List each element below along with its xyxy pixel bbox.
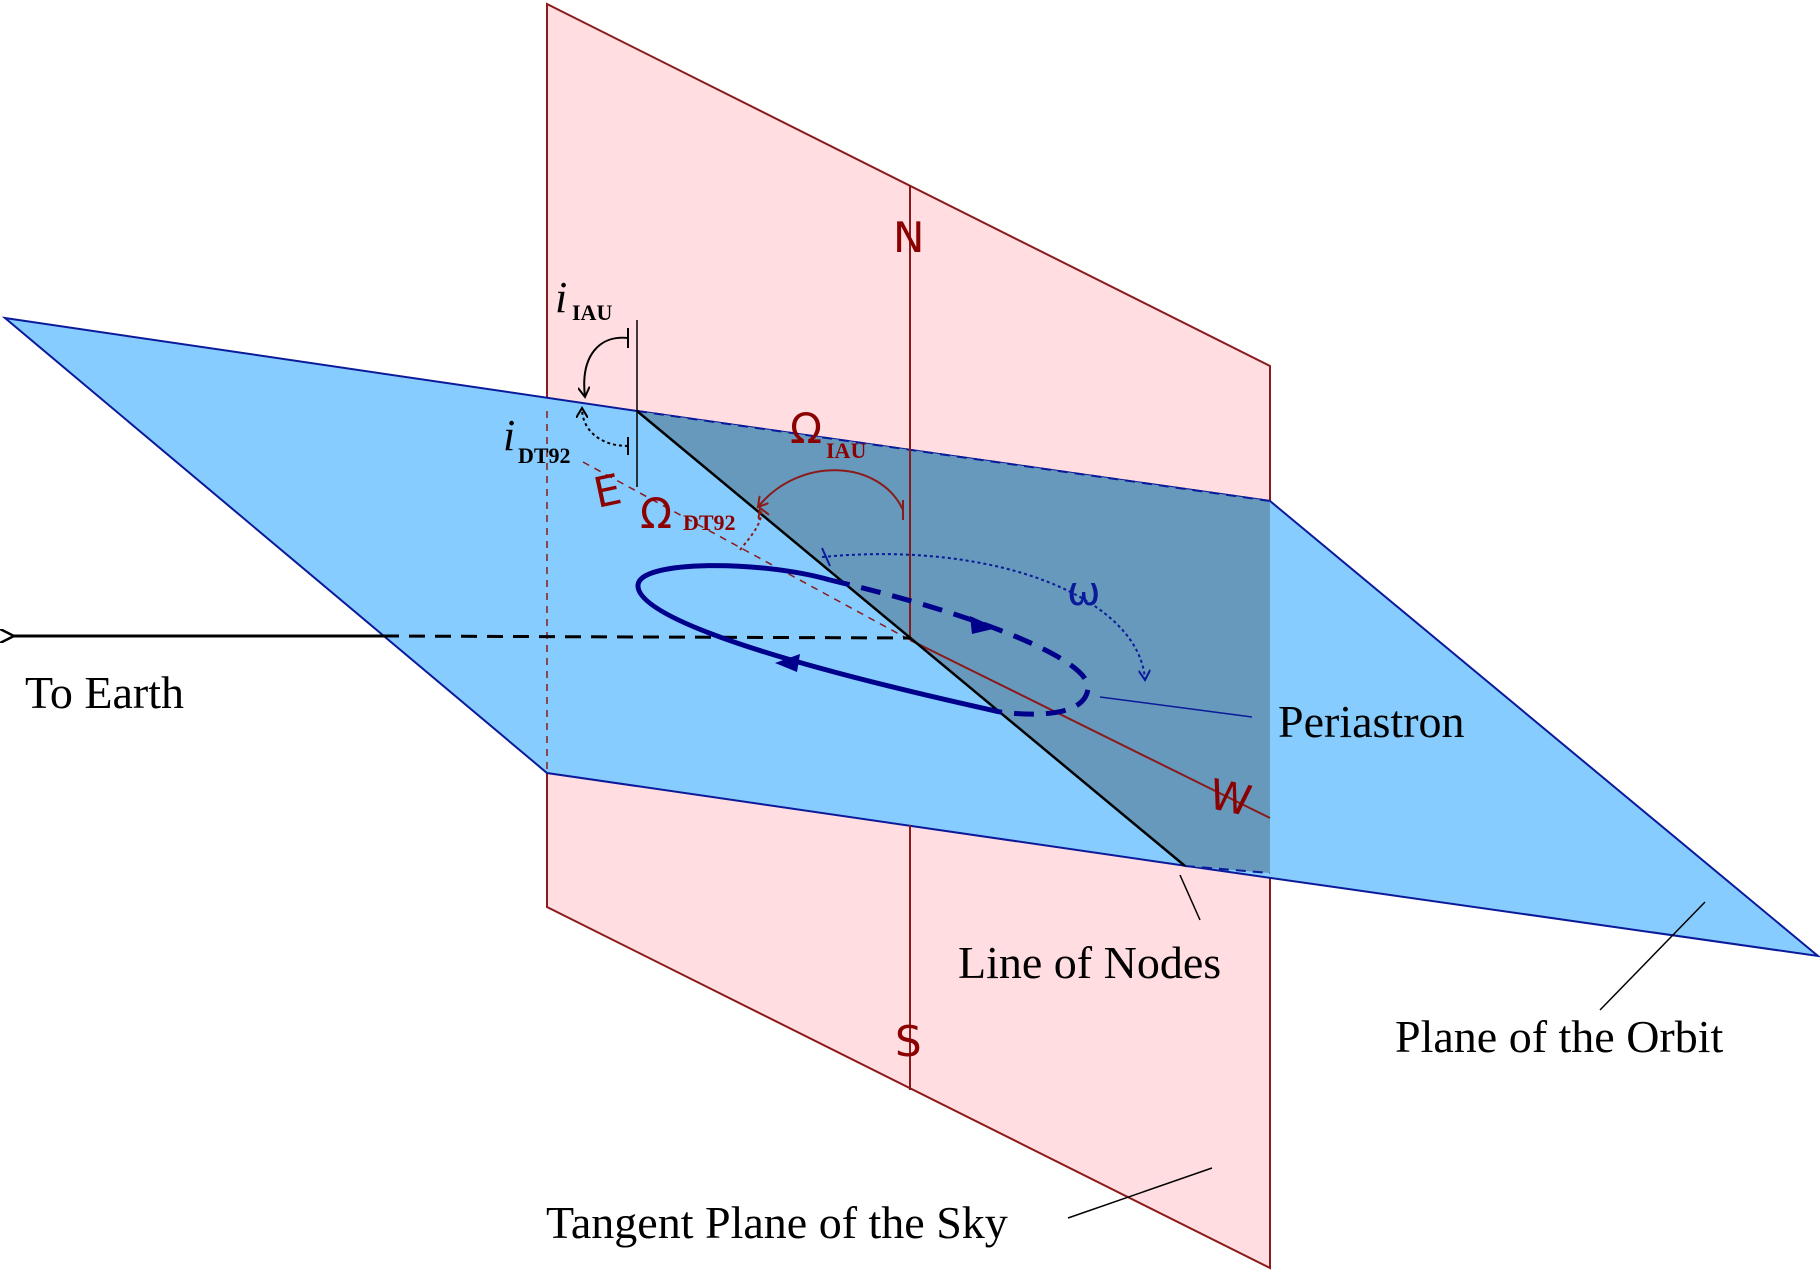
inclination-iau-subscript: IAU <box>572 300 612 325</box>
periastron-argument-tick <box>821 547 831 567</box>
orbit-direction-arrow-front <box>775 654 800 672</box>
orbit-direction-arrow-behind <box>970 616 997 634</box>
east-axis-line <box>582 461 911 641</box>
south-label: S <box>895 1017 922 1066</box>
to-earth-hidden-line <box>382 634 911 640</box>
west-axis-line <box>909 639 1271 819</box>
inclination-iau-symbol: i <box>555 273 567 322</box>
line-of-nodes <box>636 410 1186 867</box>
orbit-path-behind <box>829 577 1091 717</box>
tangent-plane-leader <box>1067 1167 1213 1219</box>
node-iau-arc <box>758 469 904 511</box>
periastron-argument-arc <box>821 553 1145 680</box>
plane-of-orbit-label: Plane of the Orbit <box>1395 1011 1724 1062</box>
periastron-argument-symbol: ω <box>1067 569 1101 615</box>
node-iau-symbol: Ω <box>790 404 822 453</box>
periastron-marker <box>1099 696 1253 718</box>
line-of-nodes-leader <box>1179 874 1201 921</box>
orbit-path-front <box>635 563 1001 715</box>
line-of-nodes-label: Line of Nodes <box>958 937 1221 988</box>
orbit-plane-hidden-edge-bottom <box>1184 865 1271 874</box>
node-dt92-subscript: DT92 <box>683 510 736 535</box>
inclination-iau-arc <box>584 336 629 397</box>
orbit-plane-shaded-region <box>637 411 1270 873</box>
node-dt92-symbol: Ω <box>640 489 672 538</box>
plane-of-orbit-leader <box>1599 901 1706 1011</box>
inclination-dt92-subscript: DT92 <box>518 443 571 468</box>
inclination-dt92-arc <box>582 408 629 447</box>
tangent-plane-label: Tangent Plane of the Sky <box>546 1197 1008 1248</box>
orbit-plane-hidden-edge-top <box>636 410 1271 502</box>
to-earth-label: To Earth <box>25 667 184 718</box>
inclination-dt92-symbol: i <box>503 411 515 460</box>
periastron-label: Periastron <box>1278 696 1465 747</box>
west-label: W <box>1205 769 1256 826</box>
north-label: N <box>893 213 924 262</box>
node-iau-subscript: IAU <box>826 438 866 463</box>
